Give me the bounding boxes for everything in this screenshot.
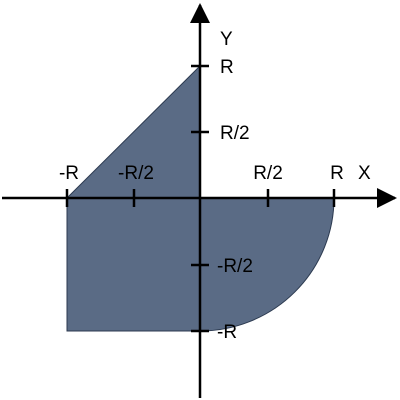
- x-tick-label-r: R: [330, 163, 344, 184]
- y-tick-label-neg-r: -R: [217, 322, 237, 343]
- y-tick-label-r: R: [220, 57, 234, 78]
- y-tick-label-neg-half-r: -R/2: [217, 256, 253, 277]
- x-tick-label-half-r: R/2: [253, 163, 283, 184]
- y-axis-label: Y: [220, 29, 233, 50]
- x-tick-label-neg-r: -R: [59, 163, 79, 184]
- x-tick-label-neg-half-r: -R/2: [118, 163, 154, 184]
- x-axis-label: X: [358, 163, 371, 184]
- y-tick-label-half-r: R/2: [220, 123, 250, 144]
